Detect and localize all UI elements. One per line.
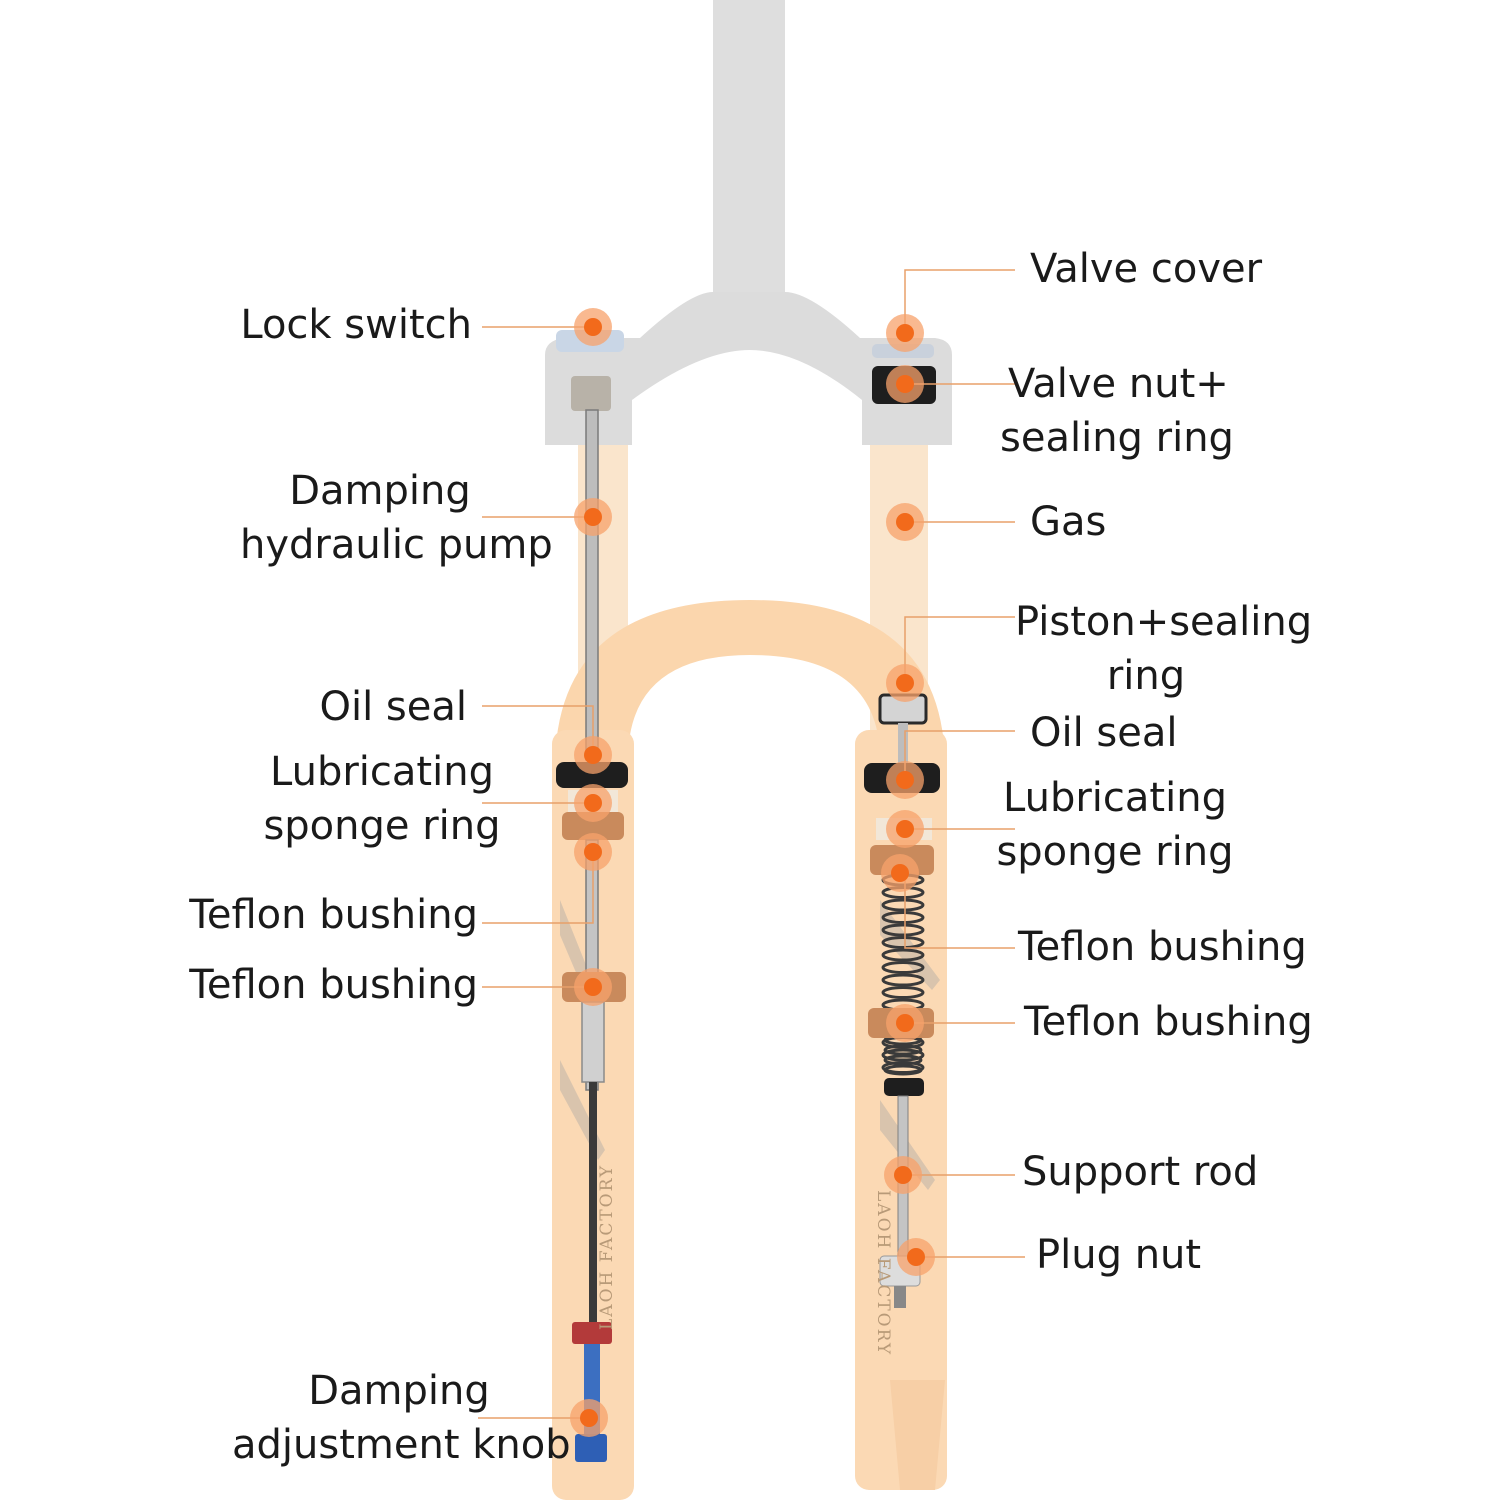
label-valve-cover-text: Valve cover bbox=[1030, 246, 1263, 292]
pump-body bbox=[581, 1001, 605, 1083]
label-damping-knob-line2: adjustment knob bbox=[232, 1422, 571, 1468]
label-lubricating-right-line1: Lubricating bbox=[1003, 775, 1227, 821]
spring-coil bbox=[883, 1044, 923, 1056]
spring-coil bbox=[881, 948, 925, 962]
left-oil-seal bbox=[556, 762, 628, 788]
label-valve-nut-line1: Valve nut+ bbox=[1008, 361, 1229, 407]
label-lock-switch: Lock switch bbox=[240, 298, 472, 352]
label-piston-line1: Piston+sealing bbox=[1015, 599, 1313, 645]
spring-coil bbox=[881, 898, 925, 912]
label-lubricating-left-line2: sponge ring bbox=[263, 803, 501, 849]
label-piston-line2: ring bbox=[1106, 653, 1186, 699]
spring-coil bbox=[881, 973, 925, 987]
label-lubricating-right: Lubricating sponge ring bbox=[995, 771, 1235, 879]
spring-coil bbox=[883, 1054, 923, 1066]
label-damping-pump-line1: Damping bbox=[289, 468, 471, 514]
label-gas: Gas bbox=[1030, 495, 1106, 549]
right-decal bbox=[880, 900, 940, 1190]
callout-marker-dot bbox=[891, 864, 909, 882]
label-valve-cover: Valve cover bbox=[1030, 242, 1262, 296]
leader-teflon-right-1 bbox=[904, 873, 1015, 949]
callout-marker-dot bbox=[907, 1248, 925, 1266]
callout-marker-dot bbox=[584, 746, 602, 764]
callout-marker-dot bbox=[580, 1409, 598, 1427]
damping-rod bbox=[589, 1082, 597, 1322]
label-damping-pump-line2: hydraulic pump bbox=[240, 522, 553, 568]
callout-marker-dot bbox=[896, 674, 914, 692]
watermark-left: LAOH FACTORY bbox=[597, 1164, 617, 1330]
label-teflon-left-1-text: Teflon bushing bbox=[189, 892, 478, 938]
label-plug-nut-text: Plug nut bbox=[1036, 1232, 1202, 1278]
label-oil-seal-left: Oil seal bbox=[320, 680, 468, 734]
leader-piston bbox=[904, 616, 1015, 683]
fork-arch bbox=[555, 600, 945, 760]
callout-marker-dot bbox=[584, 794, 602, 812]
left-bushing-1 bbox=[562, 812, 624, 840]
label-support-rod-text: Support rod bbox=[1022, 1149, 1259, 1195]
pump-rod-upper bbox=[585, 409, 599, 761]
callout-marker-dot bbox=[896, 513, 914, 531]
spring-coil bbox=[881, 936, 925, 949]
callout-marker-dot bbox=[584, 978, 602, 996]
spring-coil bbox=[881, 911, 925, 924]
label-gas-text: Gas bbox=[1030, 499, 1107, 545]
right-lower-ring bbox=[884, 1078, 924, 1096]
callout-marker-dot bbox=[894, 1166, 912, 1184]
callout-marker-dot bbox=[584, 318, 602, 336]
label-teflon-right-2: Teflon bushing bbox=[1024, 995, 1313, 1049]
label-teflon-left-1: Teflon bushing bbox=[189, 888, 478, 942]
spring-coil bbox=[883, 1064, 923, 1076]
label-teflon-right-1: Teflon bushing bbox=[1018, 920, 1307, 974]
label-valve-nut: Valve nut+ sealing ring bbox=[1000, 357, 1234, 465]
spring-coil bbox=[881, 961, 925, 974]
callout-marker-dot bbox=[896, 820, 914, 838]
label-damping-pump: Damping hydraulic pump bbox=[240, 464, 553, 572]
label-piston: Piston+sealing ring bbox=[1015, 595, 1313, 703]
callout-marker-dot bbox=[584, 508, 602, 526]
label-oil-seal-right: Oil seal bbox=[1030, 706, 1178, 760]
support-rod-upper bbox=[898, 723, 908, 763]
spring-coil bbox=[881, 986, 925, 999]
watermark-right: LAOH FACTORY bbox=[873, 1190, 893, 1356]
callout-marker-dot bbox=[896, 324, 914, 342]
label-oil-seal-right-text: Oil seal bbox=[1030, 710, 1178, 756]
leader-teflon-left-1 bbox=[482, 852, 594, 924]
plug-nut-tip bbox=[894, 1286, 906, 1308]
label-lubricating-right-line2: sponge ring bbox=[996, 829, 1234, 875]
callout-markers bbox=[570, 308, 935, 1437]
label-damping-knob: Damping adjustment knob bbox=[232, 1364, 571, 1472]
label-teflon-right-1-text: Teflon bushing bbox=[1018, 924, 1307, 970]
callout-marker-dot bbox=[896, 1014, 914, 1032]
label-teflon-left-2: Teflon bushing bbox=[189, 958, 478, 1012]
knob-blue bbox=[575, 1434, 607, 1462]
label-oil-seal-left-text: Oil seal bbox=[319, 684, 468, 730]
lock-switch-top bbox=[571, 376, 611, 411]
steerer-tube bbox=[713, 0, 785, 300]
right-dropout bbox=[890, 1380, 945, 1490]
callout-marker-dot bbox=[584, 843, 602, 861]
label-damping-knob-line1: Damping bbox=[308, 1368, 490, 1414]
label-lubricating-left-line1: Lubricating bbox=[270, 749, 494, 795]
leader-valve-cover bbox=[904, 269, 1015, 333]
label-plug-nut: Plug nut bbox=[1036, 1228, 1201, 1282]
label-teflon-right-2-text: Teflon bushing bbox=[1024, 999, 1313, 1045]
label-lock-switch-text: Lock switch bbox=[240, 302, 472, 348]
fork-crown bbox=[545, 292, 952, 445]
label-lubricating-left: Lubricating sponge ring bbox=[262, 745, 502, 853]
spring-coil bbox=[881, 923, 925, 937]
left-decal bbox=[560, 900, 605, 1160]
label-valve-nut-line2: sealing ring bbox=[1000, 415, 1234, 461]
knob-red bbox=[572, 1322, 612, 1344]
spring-coil bbox=[881, 1048, 925, 1062]
label-support-rod: Support rod bbox=[1022, 1145, 1258, 1199]
label-teflon-left-2-text: Teflon bushing bbox=[189, 962, 478, 1008]
callout-marker-dot bbox=[896, 771, 914, 789]
callout-marker-dot bbox=[896, 375, 914, 393]
